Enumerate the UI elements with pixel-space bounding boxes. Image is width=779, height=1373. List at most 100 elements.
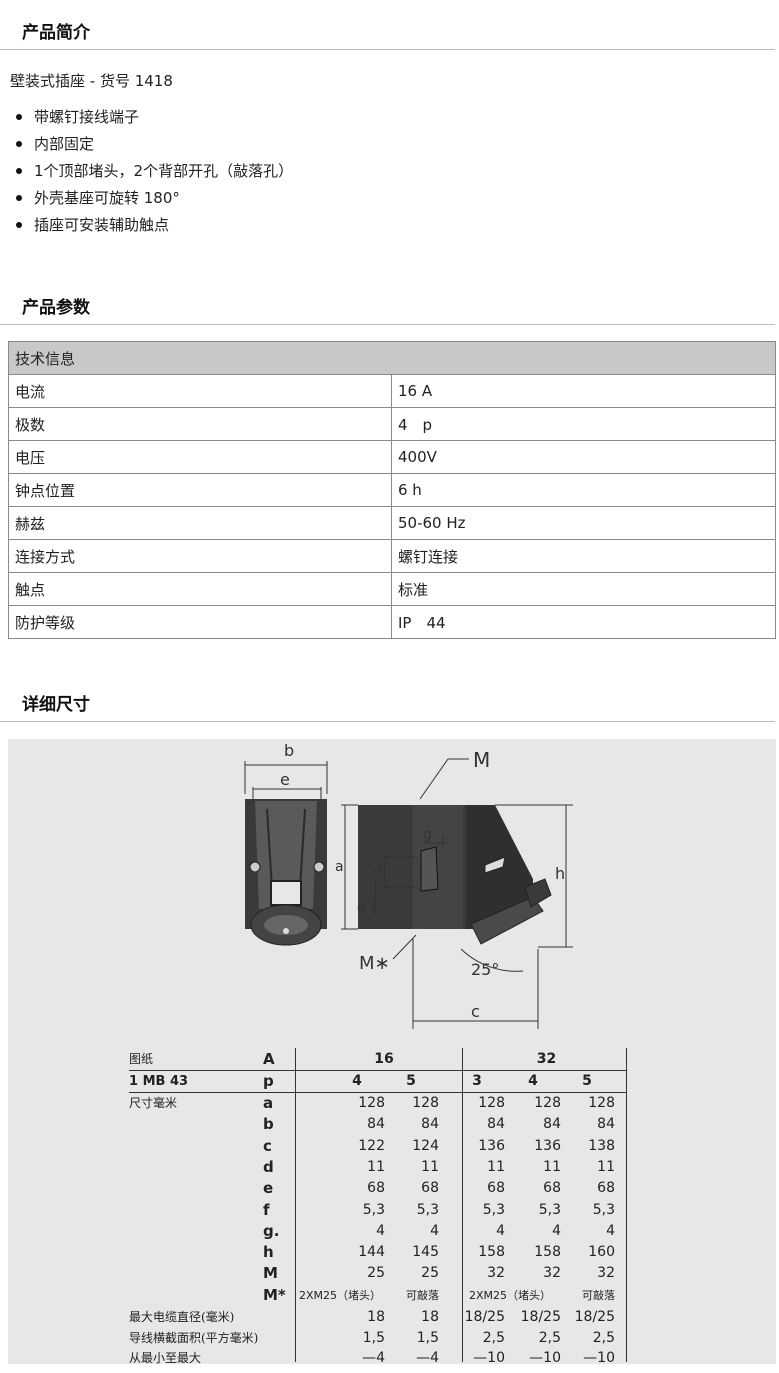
dimension-symbol: e — [263, 1179, 274, 1198]
dimension-value: 4 — [496, 1222, 505, 1239]
dimension-value: 84 — [543, 1116, 561, 1133]
dimension-value: 128 — [358, 1095, 385, 1111]
spec-label: 防护等级 — [8, 605, 392, 639]
dimension-value: 68 — [597, 1180, 615, 1197]
dimension-value: 可敲落 — [582, 1288, 615, 1302]
dimension-value: 4 — [376, 1222, 385, 1239]
dimension-value: 158 — [534, 1244, 561, 1261]
spec-label: 触点 — [8, 572, 392, 606]
dimension-value: 25 — [421, 1265, 439, 1282]
dimension-symbol: M — [263, 1264, 278, 1283]
drawing-label-c: c — [471, 1002, 480, 1021]
spec-table-header: 技术信息 — [8, 341, 776, 375]
dimension-value: 84 — [367, 1116, 385, 1133]
dimension-value: 11 — [597, 1158, 615, 1175]
drawing-label-f: ϕ f — [357, 901, 377, 917]
spec-table-header-row: 技术信息 — [8, 341, 776, 375]
dimension-symbol: a — [263, 1094, 274, 1112]
spec-value: 4 p — [391, 407, 776, 441]
dimension-value: 84 — [487, 1116, 505, 1133]
extra-row-value: 1,5 — [416, 1329, 439, 1346]
intro-section-title: 产品简介 — [22, 23, 90, 43]
feature-item: 1个顶部堵头，2个背部开孔（敲落孔） — [14, 160, 293, 187]
dimension-value: 160 — [588, 1244, 615, 1261]
pole-value: 5 — [582, 1073, 592, 1089]
extra-row-value: —10 — [529, 1350, 561, 1366]
dimension-value: 32 — [487, 1265, 505, 1282]
dimension-symbol: d — [263, 1157, 274, 1176]
drawing-label-m: M — [473, 748, 490, 772]
spec-value: 标准 — [391, 572, 776, 606]
table-row: 1 MB 43 p 4 5 3 4 5 — [129, 1071, 629, 1092]
spec-label: 钟点位置 — [8, 473, 392, 507]
model-label: 1 MB 43 — [129, 1074, 189, 1089]
drawing-label: 图纸 — [129, 1052, 154, 1066]
dimension-value: 128 — [588, 1095, 615, 1111]
spec-value: 400V — [391, 440, 776, 474]
dimension-value: 32 — [543, 1265, 561, 1282]
dimension-value: 128 — [412, 1095, 439, 1111]
dimension-value: 11 — [367, 1158, 385, 1175]
drawing-label-d: d — [373, 863, 382, 879]
dimension-value: 84 — [421, 1116, 439, 1133]
drawing-label-m-star: M∗ — [359, 953, 390, 974]
intro-section-header: 产品简介 — [0, 8, 775, 50]
pole-value: 4 — [352, 1073, 362, 1089]
dimension-value: 5,3 — [362, 1201, 385, 1218]
dims-section-title: 详细尺寸 — [22, 695, 90, 715]
dimension-value: 68 — [543, 1180, 561, 1197]
spec-value: 50-60 Hz — [391, 506, 776, 540]
dimension-value: 68 — [421, 1180, 439, 1197]
size-label: 尺寸毫米 — [129, 1096, 178, 1110]
dimension-value: 4 — [552, 1222, 561, 1239]
drawing-label-e: e — [280, 770, 290, 789]
spec-label: 赫兹 — [8, 506, 392, 540]
pole-value: 4 — [528, 1073, 538, 1089]
dimension-value — [505, 1285, 561, 1306]
spec-label: 电压 — [8, 440, 392, 474]
spec-label: 电流 — [8, 374, 392, 408]
drawing-label-g: g. — [423, 827, 436, 843]
pole-value: 3 — [472, 1073, 482, 1089]
dimension-value: 128 — [478, 1095, 505, 1111]
table-row: 从最小至最大—4—4—10—10—10 — [129, 1348, 629, 1369]
dimension-value: 122 — [358, 1137, 385, 1154]
dimension-value: 128 — [534, 1095, 561, 1111]
spec-value: 16 A — [391, 374, 776, 408]
extra-row-value: 18 — [367, 1309, 385, 1325]
drawing-label-angle: 25° — [471, 960, 499, 979]
group-32-header: 32 — [536, 1051, 557, 1067]
extra-row-value: 1,5 — [362, 1329, 385, 1346]
dimension-symbol: h — [263, 1243, 274, 1262]
feature-list: 带螺钉接线端子 内部固定 1个顶部堵头，2个背部开孔（敲落孔） 外壳基座可旋转 … — [14, 106, 293, 241]
spec-label: 连接方式 — [8, 539, 392, 573]
table-row: 连接方式螺钉连接 — [8, 539, 776, 573]
dimension-value: 25 — [367, 1265, 385, 1282]
dimension-value: 11 — [487, 1158, 505, 1175]
params-section-title: 产品参数 — [22, 298, 90, 318]
extra-row-label: 导线横截面积(平方毫米) — [129, 1330, 259, 1345]
col-a-header: A — [263, 1050, 275, 1068]
feature-item: 插座可安装辅助触点 — [14, 214, 293, 241]
dimension-value: 可敲落 — [406, 1288, 439, 1302]
dimension-value: 68 — [487, 1180, 505, 1197]
dimension-value: 124 — [412, 1137, 439, 1154]
dimension-value: 145 — [412, 1244, 439, 1261]
extra-row-value: —10 — [583, 1350, 615, 1366]
socket-technical-drawing: b e M g. a d ϕ f h M∗ 25° c — [244, 741, 573, 1029]
dimension-symbol: M* — [263, 1285, 286, 1304]
spec-value: IP 44 — [391, 605, 776, 639]
dimension-symbol: c — [263, 1136, 272, 1155]
